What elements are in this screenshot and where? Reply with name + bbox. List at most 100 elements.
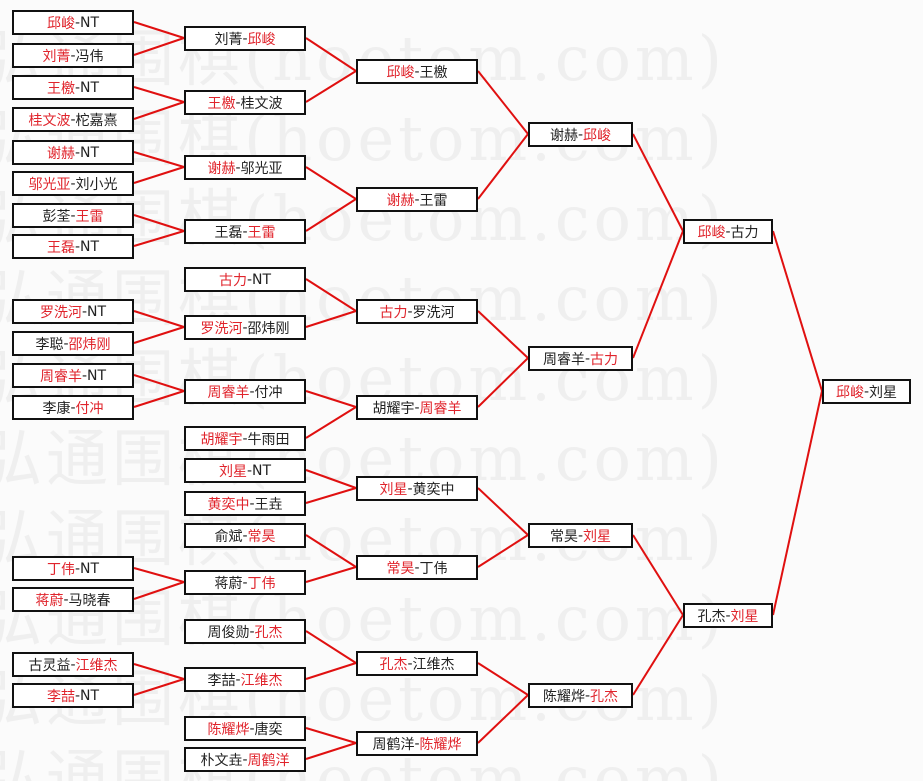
winner-name: 邬光亚 xyxy=(28,176,71,193)
player-name: NT xyxy=(80,238,100,255)
separator: - xyxy=(242,751,248,768)
match-box-round1: 谢赫-NT xyxy=(12,140,134,165)
player-name: 刘小光 xyxy=(75,176,118,193)
player-name: NT xyxy=(87,367,107,384)
connector-line xyxy=(133,101,185,120)
connector-line xyxy=(305,727,357,744)
match-box-round1: 王檄-NT xyxy=(12,75,134,100)
player-name: 桂文波 xyxy=(240,95,283,112)
player-name: 谢赫 xyxy=(549,127,578,144)
player-name: 周鹤洋 xyxy=(372,736,415,753)
match-box-round1: 王磊-NT xyxy=(12,234,134,259)
match-box-round2: 周俊勋-孔杰 xyxy=(184,619,306,644)
connector-line xyxy=(477,70,529,135)
connector-line xyxy=(305,487,357,504)
winner-name: 刘菁 xyxy=(42,48,71,65)
winner-name: 邱峻 xyxy=(697,224,726,241)
separator: - xyxy=(70,175,76,192)
match-box-round2: 谢赫-邬光亚 xyxy=(184,155,306,180)
winner-name: 常昊 xyxy=(386,560,415,577)
player-name: 邵炜刚 xyxy=(247,320,290,337)
player-name: NT xyxy=(80,687,100,704)
winner-name: 邱峻 xyxy=(386,64,415,81)
match-box-round2: 朴文垚-周鹤洋 xyxy=(184,747,306,772)
separator: - xyxy=(249,383,255,400)
connector-line xyxy=(133,310,185,328)
winner-name: 谢赫 xyxy=(207,160,236,177)
match-box-round3: 邱峻-王檄 xyxy=(356,59,478,84)
player-name: 付冲 xyxy=(254,384,283,401)
connector-line xyxy=(305,166,357,200)
player-name: 冯伟 xyxy=(75,48,104,65)
match-box-round2: 古力-NT xyxy=(184,267,306,292)
match-box-round3: 常昊-丁伟 xyxy=(356,555,478,580)
match-box-round4: 陈耀烨-孔杰 xyxy=(528,683,633,708)
winner-name: 周鹤洋 xyxy=(247,752,290,769)
separator: - xyxy=(584,350,591,367)
winner-name: 孔杰 xyxy=(590,688,619,705)
match-box-round1: 彭荃-王雷 xyxy=(12,203,134,228)
separator: - xyxy=(249,495,255,512)
winner-name: 孔杰 xyxy=(379,656,408,673)
match-box-round3: 谢赫-王雷 xyxy=(356,187,478,212)
connector-line xyxy=(305,662,357,680)
separator: - xyxy=(242,430,248,447)
winner-name: 周睿羊 xyxy=(419,400,462,417)
winner-name: 蒋蔚 xyxy=(35,592,64,609)
winner-name: 邱峻 xyxy=(835,384,864,401)
player-name: NT xyxy=(80,14,100,31)
winner-name: 谢赫 xyxy=(386,192,415,209)
connector-line xyxy=(305,37,357,72)
match-box-round2: 俞斌-常昊 xyxy=(184,523,306,548)
player-name: 俞斌 xyxy=(214,528,243,545)
winner-name: 罗洗河 xyxy=(200,320,243,337)
separator: - xyxy=(70,47,76,64)
match-box-round2: 罗洗河-邵炜刚 xyxy=(184,315,306,340)
separator: - xyxy=(74,79,81,96)
match-box-round1: 刘菁-冯伟 xyxy=(12,43,134,68)
winner-name: 刘星 xyxy=(730,608,759,625)
winner-name: 王雷 xyxy=(247,224,276,241)
match-box-round2: 黄奕中-王垚 xyxy=(184,491,306,516)
winner-name: 陈耀烨 xyxy=(419,736,462,753)
separator: - xyxy=(242,574,248,591)
separator: - xyxy=(235,94,241,111)
winner-name: 王雷 xyxy=(75,208,104,225)
winner-name: 刘星 xyxy=(379,481,408,498)
separator: - xyxy=(249,720,255,737)
match-box-round1: 李聪-邵炜刚 xyxy=(12,331,134,356)
player-name: 蒋蔚 xyxy=(214,575,243,592)
match-box-round1: 古灵益-江维杰 xyxy=(12,652,134,677)
connector-line xyxy=(632,230,684,359)
separator: - xyxy=(242,30,248,47)
player-name: 王雷 xyxy=(419,192,448,209)
player-name: 刘菁 xyxy=(214,31,243,48)
player-name: 江维杰 xyxy=(412,656,455,673)
player-name: 丁伟 xyxy=(419,560,448,577)
match-box-round4: 常昊-刘星 xyxy=(528,523,633,548)
winner-name: 陈耀烨 xyxy=(207,721,250,738)
separator: - xyxy=(63,591,69,608)
winner-name: 古力 xyxy=(379,304,408,321)
connector-line xyxy=(133,326,185,344)
match-box-round3: 古力-罗洗河 xyxy=(356,299,478,324)
separator: - xyxy=(242,527,248,544)
winner-name: 江维杰 xyxy=(240,672,283,689)
connector-line xyxy=(477,662,529,696)
player-name: 邬光亚 xyxy=(240,160,283,177)
separator: - xyxy=(74,560,81,577)
player-name: 李聪 xyxy=(35,336,64,353)
separator: - xyxy=(407,480,413,497)
match-box-round2: 刘星-NT xyxy=(184,458,306,483)
connector-line xyxy=(477,357,529,408)
separator: - xyxy=(577,527,584,544)
match-box-round2: 周睿羊-付冲 xyxy=(184,379,306,404)
match-box-round5: 邱峻-古力 xyxy=(683,219,773,244)
connector-line xyxy=(772,230,823,392)
connector-line xyxy=(133,151,185,168)
match-box-round2: 蒋蔚-丁伟 xyxy=(184,570,306,595)
player-name: 李康 xyxy=(42,400,71,417)
separator: - xyxy=(584,687,591,704)
match-box-round4: 谢赫-邱峻 xyxy=(528,122,633,147)
player-name: 马晓春 xyxy=(68,592,111,609)
